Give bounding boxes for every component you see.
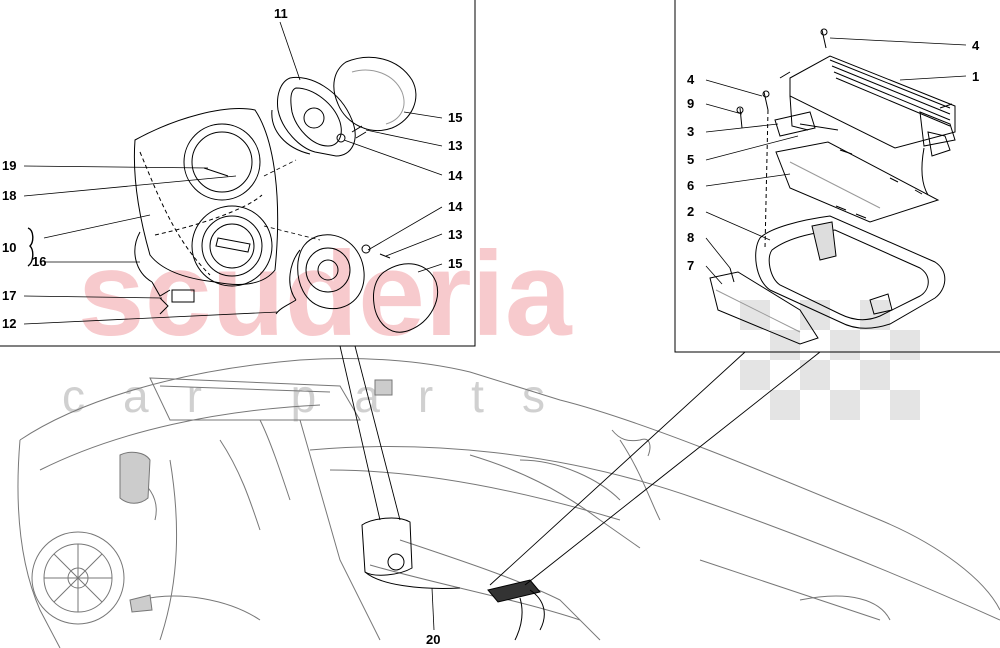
connector-lines [339,345,821,586]
callout-4-top: 4 [972,38,980,53]
callout-3: 3 [687,124,694,139]
callout-7: 7 [687,258,694,273]
left-panel-border [0,0,476,347]
right-panel-border [674,0,1000,353]
speaker-lower [275,234,438,333]
leader-lines-left [23,21,443,325]
callout-20: 20 [426,632,440,647]
speaker-upper [271,56,417,157]
callout-10: 10 [2,240,16,255]
callouts-right: 4 1 4 9 3 5 6 2 8 7 [687,38,980,273]
callout-14-upper: 14 [448,168,463,183]
callout-2: 2 [687,204,694,219]
checkered-flag [740,300,920,420]
mounting-bracket [774,111,940,223]
callout-19: 19 [2,158,16,173]
callout-5: 5 [687,152,694,167]
callout-12: 12 [2,316,16,331]
callout-6: 6 [687,178,694,193]
callout-16: 16 [32,254,46,269]
leader-lines-right [705,37,967,285]
callout-14-lower: 14 [448,199,463,214]
car-outline [17,358,1000,648]
callout-4-left: 4 [687,72,695,87]
callout-15-lower: 15 [448,256,462,271]
amplifier-unit [779,55,956,196]
callout-8: 8 [687,230,694,245]
callout-18: 18 [2,188,16,203]
watermark: scuderia car parts [62,227,920,422]
callout-13-upper: 13 [448,138,462,153]
callout-13-lower: 13 [448,227,462,242]
car-amplifier-location [361,517,545,641]
callout-17: 17 [2,288,16,303]
callout-9: 9 [687,96,694,111]
door-trim-panel [133,108,279,315]
callouts-left: 11 15 13 14 19 18 10 16 14 13 15 17 12 [2,6,463,331]
watermark-tagline: car parts [62,370,583,422]
callout-1: 1 [972,69,979,84]
watermark-brand: scuderia [78,227,573,361]
cover-tray [709,28,946,345]
leader-line-20 [431,587,435,631]
callout-15-upper: 15 [448,110,462,125]
callout-11: 11 [274,6,288,21]
